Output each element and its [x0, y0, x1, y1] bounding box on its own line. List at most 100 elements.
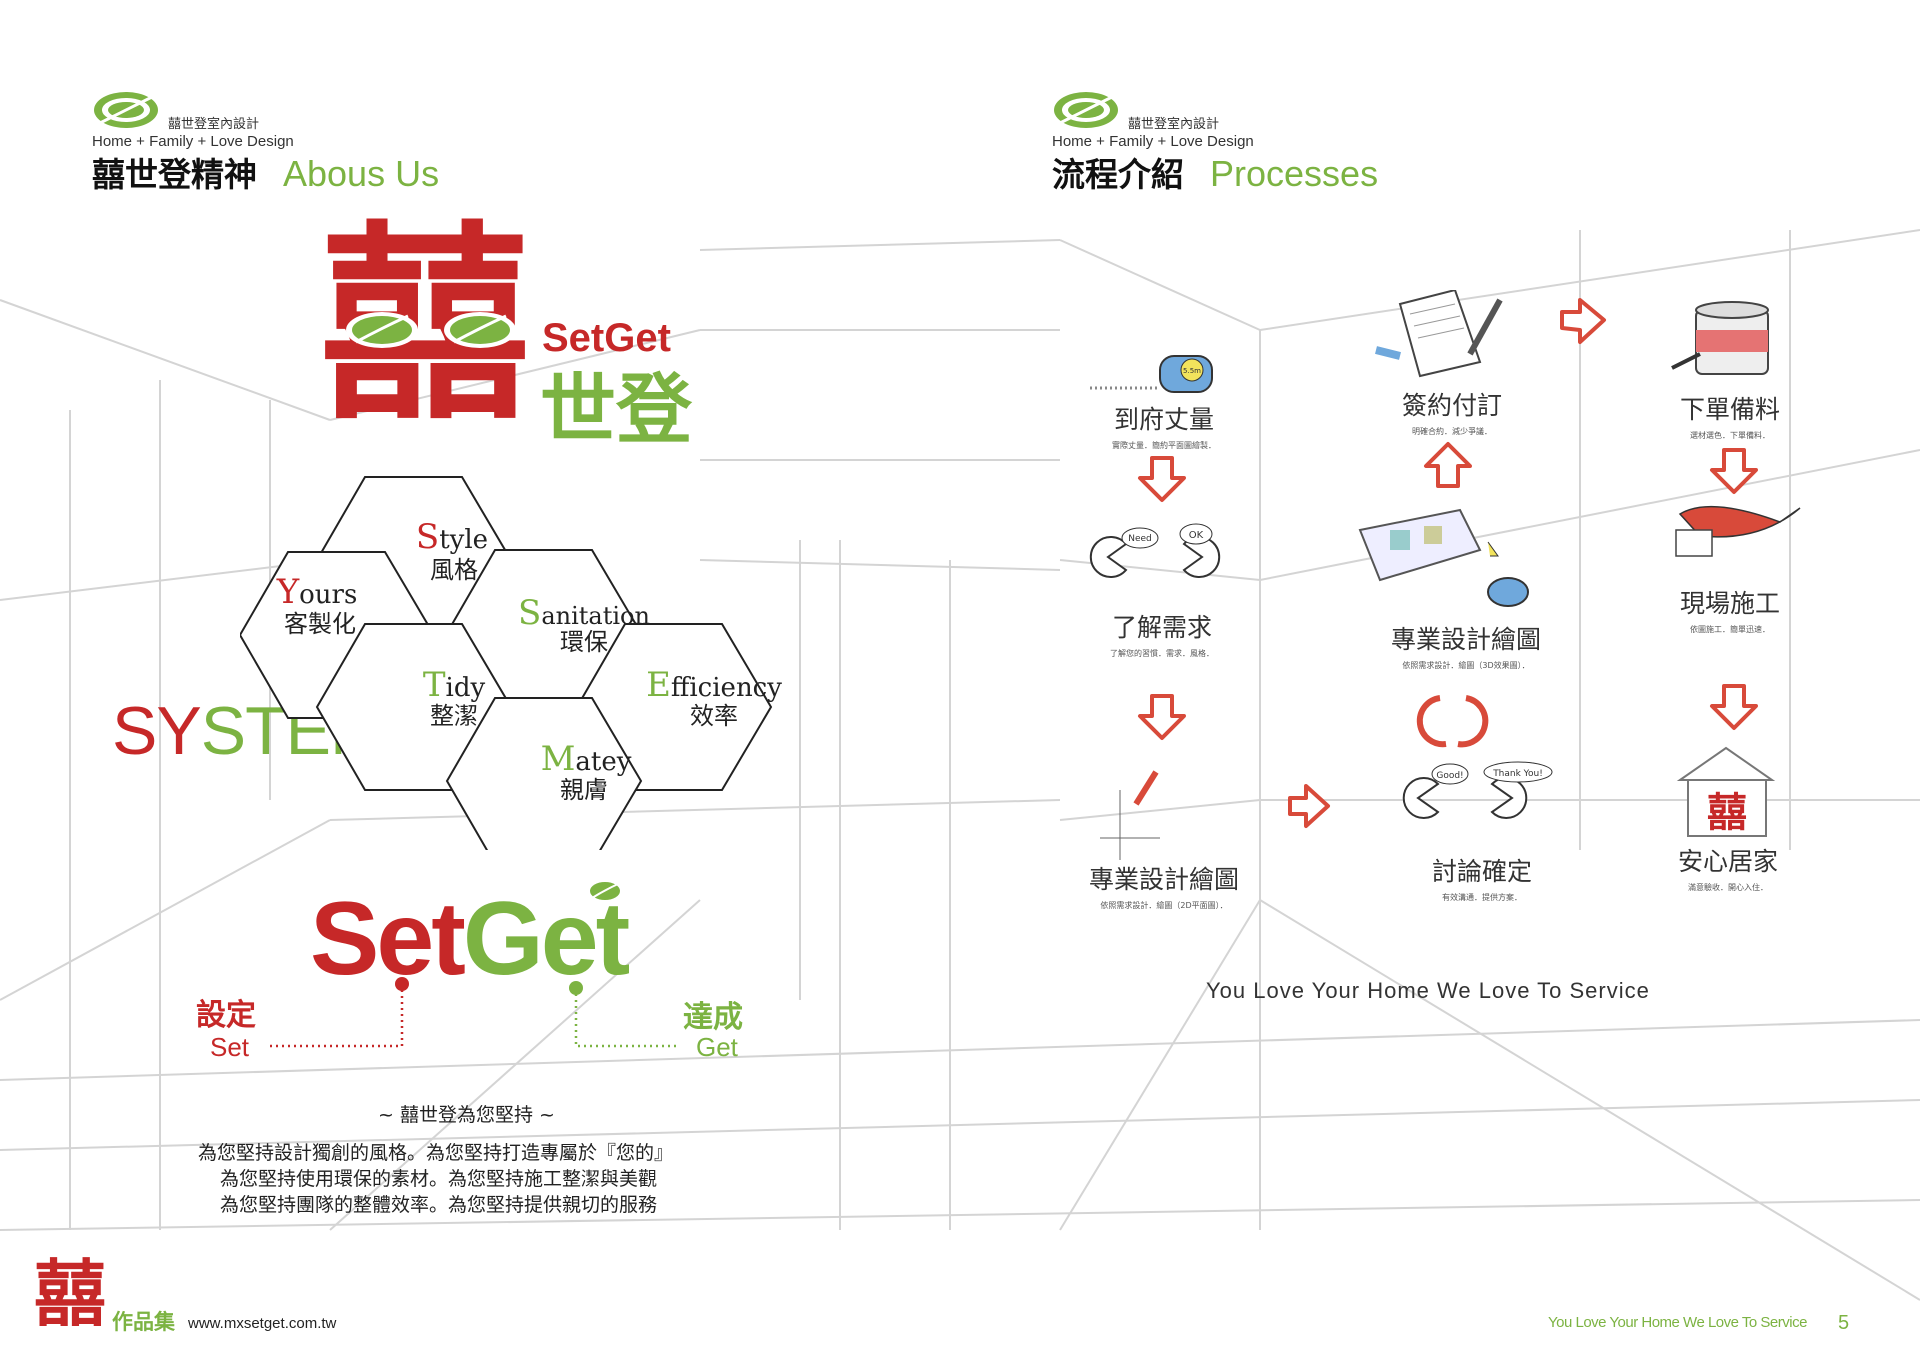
tape-measure-icon: 5.5m [1090, 355, 1213, 393]
setget-get: Get [462, 881, 630, 997]
brand-name: 囍世登室內設計 [168, 117, 260, 132]
step-name: 專業設計繪圖 [1088, 865, 1239, 894]
brand-tagline: Home + Family + Love Design [92, 133, 294, 150]
setget-wordmark: SetGet [310, 880, 630, 999]
step-desc: 實際丈量．簡約平面圖繪製． [1112, 441, 1216, 450]
step-name: 了解需求 [1111, 613, 1212, 642]
hex-style-cn: 風格 [430, 556, 478, 584]
processes-title-cn: 流程介紹 [1052, 155, 1184, 194]
step-needs: 了解需求 了解您的習慣．需求．風格． [1082, 608, 1242, 659]
processes-title-en: Processes [1210, 153, 1379, 194]
step-name: 到府丈量 [1113, 405, 1214, 434]
process-illustrations: 5.5m Need OK [1089, 290, 1801, 860]
svg-text:Need: Need [1128, 534, 1152, 544]
hex-yours-en: Yours [276, 572, 358, 612]
creed-line: 為您堅持設計獨創的風格。為您堅持打造專屬於『您的』 [198, 1142, 674, 1164]
hex-efficiency-en: Efficiency [646, 665, 782, 705]
step-desc: 明確合約．減少爭議． [1412, 427, 1492, 436]
svg-text:Thank You!: Thank You! [1492, 769, 1543, 779]
hex-yours-cn: 客製化 [284, 610, 356, 638]
step-contract: 簽約付訂 明確合約．減少爭議． [1372, 386, 1532, 437]
step-design-3d: 專業設計繪圖 依照需求設計．繪圖（3D效果圖）． [1366, 620, 1566, 671]
svg-text:Good!: Good! [1436, 771, 1463, 781]
footer-xi-mark: 囍 [34, 1251, 107, 1336]
step-design-2d: 專業設計繪圖 依照需求設計．繪圖（2D平面圖）． [1064, 860, 1264, 911]
hex-matey-en: Matey [541, 739, 632, 779]
step-name: 專業設計繪圖 [1390, 625, 1541, 654]
logo-en: SetGet [542, 316, 671, 360]
paint-bucket-icon [1671, 301, 1769, 375]
step-name: 安心居家 [1677, 847, 1778, 876]
hex-matey [445, 697, 643, 850]
arrow-down-icon [1710, 448, 1758, 494]
svg-text:囍: 囍 [1707, 789, 1747, 836]
arrow-down-icon [1138, 456, 1186, 502]
footer-tagline: You Love Your Home We Love To Service [1548, 1314, 1807, 1331]
step-name: 討論確定 [1431, 857, 1532, 886]
trowel-icon [1675, 505, 1801, 557]
step-order: 下單備料 選材選色．下單備料． [1650, 390, 1810, 441]
small-leaf-icon [590, 882, 620, 900]
creed-line: 為您堅持使用環保的素材。為您堅持施工整潔與美觀 [220, 1168, 658, 1190]
leaf-icon [346, 312, 418, 348]
pacman-good-thanks-icon: Good! Thank You! [1402, 761, 1553, 819]
left-brand-header: 囍世登室內設計 [90, 88, 259, 132]
step-discuss: 討論確定 有效溝通．提供方案． [1402, 852, 1562, 903]
svg-text:5.5m: 5.5m [1183, 367, 1201, 375]
about-title-cn: 囍世登精神 [92, 155, 257, 194]
brand-name: 囍世登室內設計 [1128, 117, 1220, 132]
house-icon: 囍 [1676, 746, 1776, 837]
footer-works-label: 作品集 [112, 1309, 175, 1334]
setget-logo: 囍 SetGet 世登 [320, 210, 700, 455]
about-title: 囍世登精神 Abous Us [92, 148, 439, 196]
setget-set: Set [310, 881, 466, 997]
hex-efficiency-cn: 效率 [690, 702, 738, 730]
service-slogan: You Love Your Home We Love To Service [1206, 978, 1650, 1003]
contract-icon [1375, 290, 1503, 378]
hex-tidy-en: Tidy [423, 665, 486, 705]
step-desc: 依照需求設計．繪圖（2D平面圖）． [1100, 901, 1228, 910]
3d-plan-icon [1358, 508, 1529, 607]
processes-title: 流程介紹 Processes [1052, 148, 1378, 196]
drawing-pen-icon [1100, 770, 1160, 860]
get-cn-label: 達成 [683, 1000, 743, 1035]
arrow-right-icon [1560, 298, 1606, 344]
leaf-logo-icon [94, 92, 158, 128]
hex-sanitation-cn: 環保 [560, 628, 608, 656]
about-title-en: Abous Us [283, 153, 440, 194]
setget-connectors [268, 977, 680, 1048]
leaf-logo-icon [1054, 92, 1118, 128]
arrow-up-icon [1424, 442, 1472, 488]
hex-tidy-cn: 整潔 [430, 702, 478, 730]
arrow-down-icon [1138, 694, 1186, 740]
footer-url: www.mxsetget.com.tw [188, 1315, 337, 1332]
arrow-down-icon [1710, 684, 1758, 730]
brand-tagline: Home + Family + Love Design [1052, 133, 1254, 150]
step-desc: 了解您的習慣．需求．風格． [1110, 649, 1214, 658]
step-desc: 有效溝通．提供方案． [1442, 893, 1522, 902]
get-en-label: Get [696, 1032, 738, 1062]
pacman-need-ok-icon: Need OK [1089, 523, 1221, 578]
arrow-right-icon [1288, 784, 1330, 828]
set-cn-label: 設定 [196, 998, 256, 1033]
step-desc: 選材選色．下單備料． [1690, 431, 1770, 440]
step-desc: 依照需求設計．繪圖（3D效果圖）． [1402, 661, 1530, 670]
step-name: 簽約付訂 [1401, 391, 1502, 420]
hex-sanitation-en: Sanitation [518, 593, 650, 633]
step-desc: 依圖施工．簡單迅速． [1690, 625, 1770, 634]
hex-matey-cn: 親膚 [560, 776, 608, 804]
step-move-in: 安心居家 滿意驗收．開心入住． [1648, 842, 1808, 893]
creed-title: ~ 囍世登為您堅持 ~ [378, 1104, 555, 1126]
set-en-label: Set [210, 1032, 250, 1062]
step-construction: 現場施工 依圖施工．簡單迅速． [1650, 584, 1810, 635]
system-prefix: SY [112, 693, 202, 769]
step-name: 下單備料 [1679, 395, 1780, 424]
cycle-arrows-icon [1416, 695, 1489, 748]
page-number: 5 [1838, 1312, 1850, 1334]
leaf-icon [444, 312, 516, 348]
right-brand-header: 囍世登室內設計 [1050, 88, 1219, 132]
creed-line: 為您堅持團隊的整體效率。為您堅持提供親切的服務 [220, 1194, 658, 1216]
step-measure: 到府丈量 實際丈量．簡約平面圖繪製． [1084, 400, 1244, 451]
logo-cn: 世登 [540, 365, 692, 454]
